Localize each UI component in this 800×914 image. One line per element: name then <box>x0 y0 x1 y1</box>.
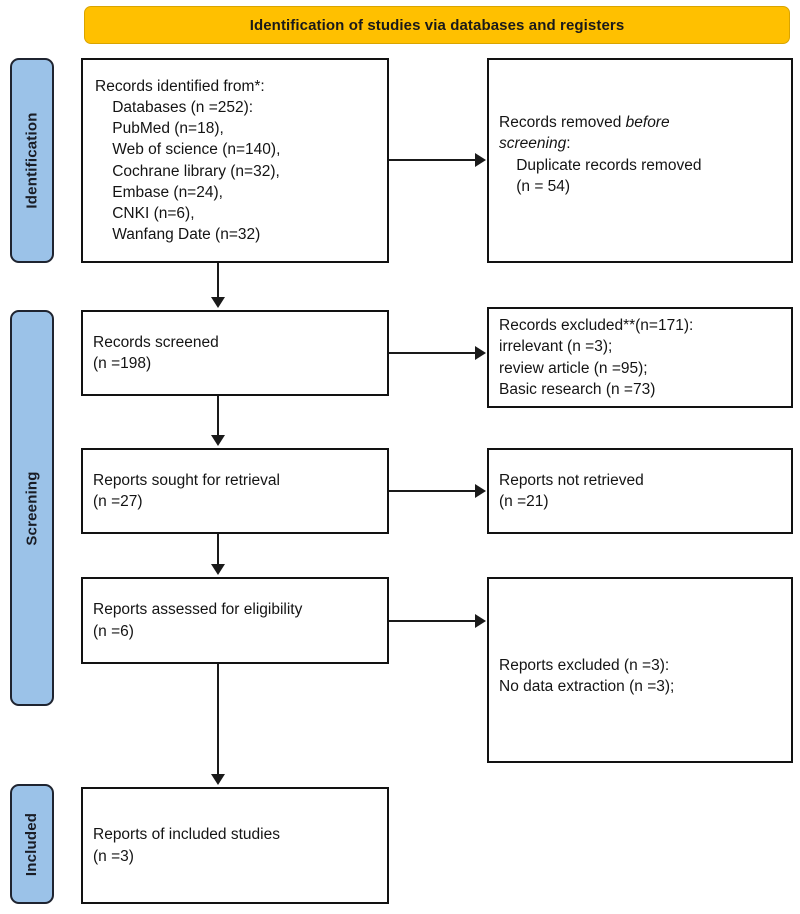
connector-identified-to-screened <box>217 263 219 299</box>
stage-label-included: Included <box>10 784 54 904</box>
arrow-right-icon-identified-to-removed <box>475 153 486 167</box>
line-assessed-2: (n =6) <box>93 622 134 640</box>
line-not-retrieved-1: Reports not retrieved <box>499 471 644 489</box>
line-removed-colon: : <box>566 135 571 153</box>
line-identified-7: CNKI (n=6), <box>95 204 195 222</box>
line-screened-1: Records screened <box>93 333 219 351</box>
box-records-screened-text: Records screened (n =198) <box>83 332 387 374</box>
box-records-identified-text: Records identified from*: Databases (n =… <box>83 76 387 245</box>
box-records-screened: Records screened (n =198) <box>81 310 389 396</box>
box-reports-not-retrieved-text: Reports not retrieved (n =21) <box>489 470 791 512</box>
line-removed-italic-screening: screening <box>499 135 567 153</box>
stage-label-screening-text: Screening <box>23 470 41 546</box>
line-screened-2: (n =198) <box>93 355 152 372</box>
arrow-down-icon-identified-to-screened <box>211 297 225 308</box>
box-reports-assessed-text: Reports assessed for eligibility (n =6) <box>83 599 387 641</box>
line-removed-italic-before: before <box>625 114 670 132</box>
line-not-retrieved-2: (n =21) <box>499 493 549 510</box>
connector-assessed-to-reports-excluded <box>389 620 476 622</box>
arrow-down-icon-assessed-to-included <box>211 774 225 785</box>
line-included-2: (n =3) <box>93 847 134 865</box>
line-sought-1: Reports sought for retrieval <box>93 471 280 489</box>
line-identified-2: Databases (n =252): <box>95 99 254 117</box>
box-records-excluded-text: Records excluded**(n=171): irrelevant (n… <box>489 315 791 399</box>
stage-label-identification: Identification <box>10 58 54 263</box>
line-reports-excluded-1: Reports excluded (n =3): <box>499 656 670 674</box>
line-identified-6: Embase (n=24), <box>95 183 223 201</box>
line-assessed-1: Reports assessed for eligibility <box>93 601 303 619</box>
line-identified-4: Web of science (n=140), <box>95 141 281 159</box>
line-records-excluded-1: Records excluded**(n=171): <box>499 317 694 335</box>
line-reports-excluded-2: No data extraction (n =3); <box>499 678 675 695</box>
box-reports-not-retrieved: Reports not retrieved (n =21) <box>487 448 793 534</box>
connector-identified-to-removed <box>389 159 476 161</box>
connector-sought-to-assessed <box>217 534 219 566</box>
stage-label-screening: Screening <box>10 310 54 706</box>
box-reports-sought-text: Reports sought for retrieval (n =27) <box>83 470 387 512</box>
box-reports-assessed-for-eligibility: Reports assessed for eligibility (n =6) <box>81 577 389 664</box>
arrow-right-icon-sought-to-not-retrieved <box>475 484 486 498</box>
box-records-excluded: Records excluded**(n=171): irrelevant (n… <box>487 307 793 408</box>
line-included-1: Reports of included studies <box>93 826 280 844</box>
arrow-down-icon-sought-to-assessed <box>211 564 225 575</box>
box-reports-sought-for-retrieval: Reports sought for retrieval (n =27) <box>81 448 389 534</box>
arrow-down-icon-screened-to-sought <box>211 435 225 446</box>
box-reports-of-included-studies: Reports of included studies (n =3) <box>81 787 389 904</box>
stage-label-included-text: Included <box>23 812 41 876</box>
diagram-header-banner: Identification of studies via databases … <box>84 6 790 44</box>
box-included-text: Reports of included studies (n =3) <box>83 824 387 866</box>
line-removed-3: Duplicate records removed <box>499 156 702 174</box>
box-reports-excluded: Reports excluded (n =3): No data extract… <box>487 577 793 763</box>
line-records-excluded-4: Basic research (n =73) <box>499 380 656 398</box>
banner-title: Identification of studies via databases … <box>249 16 625 34</box>
line-removed-4: (n = 54) <box>499 177 571 195</box>
connector-assessed-to-included <box>217 664 219 776</box>
line-identified-8: Wanfang Date (n=32) <box>95 225 261 243</box>
connector-screened-to-records-excluded <box>389 352 476 354</box>
connector-screened-to-sought <box>217 396 219 437</box>
box-records-identified: Records identified from*: Databases (n =… <box>81 58 389 263</box>
line-identified-3: PubMed (n=18), <box>95 120 224 138</box>
box-reports-excluded-text: Reports excluded (n =3): No data extract… <box>489 655 791 697</box>
arrow-right-icon-screened-to-records-excluded <box>475 346 486 360</box>
line-identified-5: Cochrane library (n=32), <box>95 162 280 180</box>
stage-label-identification-text: Identification <box>23 112 41 209</box>
arrow-right-icon-assessed-to-reports-excluded <box>475 614 486 628</box>
box-records-removed: Records removed before screening: Duplic… <box>487 58 793 263</box>
line-records-excluded-3: review article (n =95); <box>499 359 648 377</box>
box-records-removed-text: Records removed before screening: Duplic… <box>489 112 791 196</box>
line-sought-2: (n =27) <box>93 493 143 510</box>
line-removed-lead: Records removed <box>499 114 626 132</box>
connector-sought-to-not-retrieved <box>389 490 476 492</box>
line-identified-1: Records identified from*: <box>95 78 265 96</box>
line-records-excluded-2: irrelevant (n =3); <box>499 338 613 356</box>
